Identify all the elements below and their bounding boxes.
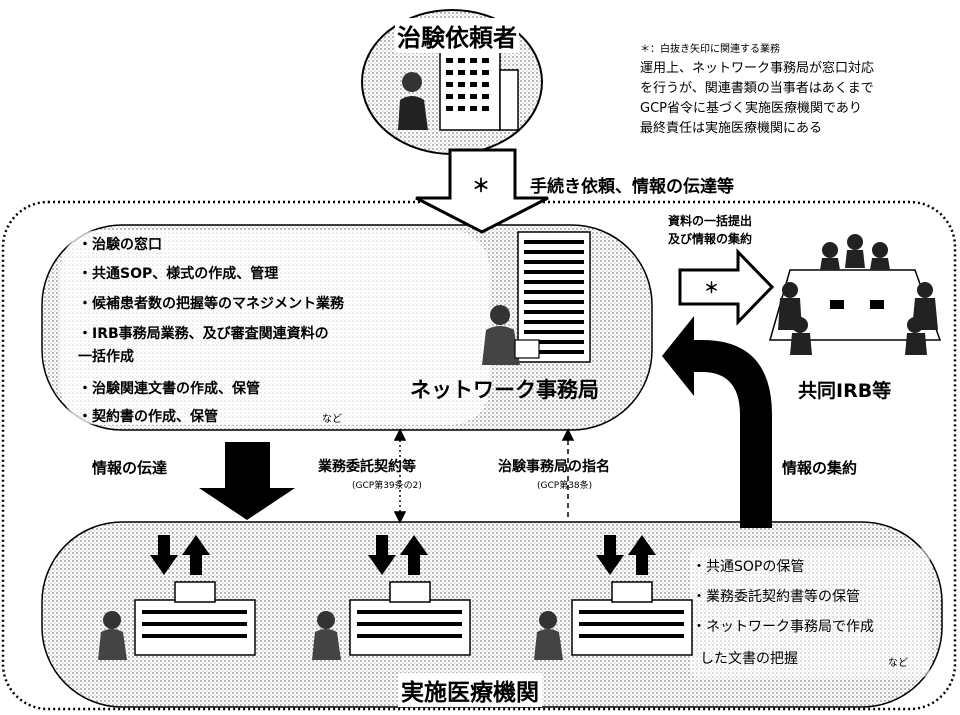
info-transfer-arrow: [199, 442, 295, 520]
note-line-1: 運用上、ネットワーク事務局が窓口対応: [640, 61, 875, 76]
hospital-group-1: [98, 535, 256, 660]
network-task-3: ・候補患者数の把握等のマネジメント業務: [78, 296, 344, 312]
network-task-6: ・治験関連文書の作成、保管: [78, 381, 260, 397]
network-task-5: 一括作成: [78, 349, 134, 365]
institution-etc: など: [888, 658, 908, 669]
network-task-1: ・治験の窓口: [78, 237, 162, 253]
irb-title: 共同IRB等: [798, 380, 892, 402]
network-office-title: ネットワーク事務局: [410, 378, 599, 402]
network-office-illustration: [482, 231, 591, 365]
designation-ref: (GCP第38条): [537, 481, 593, 491]
contract-arrow: [393, 428, 407, 524]
top-arrow-star: ＊: [472, 176, 490, 197]
info-aggregation-arrow: [662, 316, 772, 528]
sponsor-title: 治験依頼者: [395, 18, 519, 53]
network-task-7: ・契約書の作成、保管: [78, 409, 218, 425]
hospital-group-2: [312, 535, 471, 660]
sponsor-illustration: [398, 51, 519, 131]
note-line-4: 最終責任は実施医療機関にある: [640, 121, 823, 136]
contract-ref: (GCP第39条の2): [352, 481, 422, 491]
designation-label: 治験事務局の指名: [498, 459, 610, 475]
note-head: ＊：白抜き矢印に関連する業務: [640, 44, 780, 55]
designation-arrow: [561, 428, 575, 520]
institution-task-3: ・ネットワーク事務局で作成: [692, 619, 874, 635]
network-etc: など: [322, 414, 342, 425]
institution-task-1: ・共通SOPの保管: [692, 559, 805, 575]
network-task-2: ・共通SOP、様式の作成、管理: [78, 266, 279, 282]
network-task-4: ・IRB事務局業務、及び審査関連資料の: [78, 326, 329, 342]
top-hollow-arrow: [415, 148, 549, 234]
irb-arrow-star: ＊: [704, 279, 720, 297]
irb-hollow-arrow: [678, 248, 775, 326]
institution-task-2: ・業務委託契約書等の保管: [692, 589, 860, 605]
top-arrow-label: 手続き依頼、情報の伝達等: [530, 177, 734, 197]
institution-task-4: した文書の把握: [700, 651, 798, 667]
info-transfer-label: 情報の伝達: [92, 459, 168, 477]
institutions-title: 実施医療機関: [398, 673, 542, 707]
irb-arrow-label-2: 及び情報の集約: [668, 232, 753, 246]
irb-arrow-label-1: 資料の一括提出: [668, 214, 753, 228]
hospital-group-3: [534, 535, 693, 660]
irb-meeting-illustration: [769, 234, 942, 355]
note-line-2: を行うが、関連書類の当事者はあくまで: [640, 81, 874, 96]
contract-label: 業務委託契約等: [318, 459, 416, 475]
note-line-3: GCP省令に基づく実施医療機関であり: [640, 101, 862, 116]
info-aggregation-label: 情報の集約: [782, 459, 858, 477]
